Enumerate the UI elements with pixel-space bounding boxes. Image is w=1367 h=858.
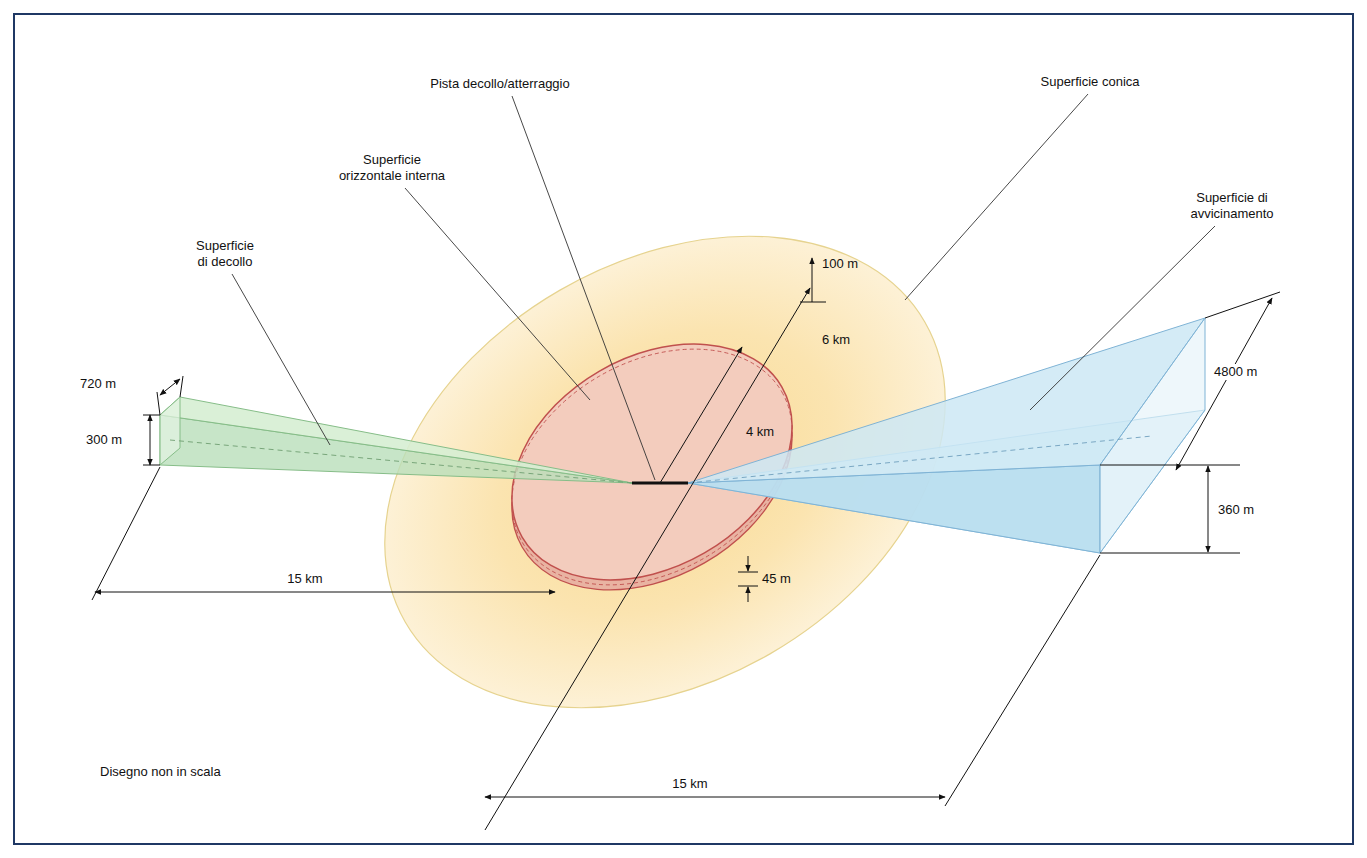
dimension-lines <box>92 258 1280 830</box>
leader-line <box>905 94 1088 300</box>
dimension-label: 360 m <box>1218 502 1254 518</box>
approach-axis <box>688 436 1152 483</box>
take-off-extension <box>92 467 160 600</box>
take-off-axis <box>170 440 632 483</box>
leader-line <box>405 188 590 400</box>
approach-end <box>1100 318 1205 553</box>
thickness-dimension <box>748 587 749 602</box>
note: Disegno non in scala <box>100 764 221 780</box>
approach-length-dimension <box>485 797 945 798</box>
dimension-label: 720 m <box>80 376 116 392</box>
dimension-label: 45 m <box>762 571 791 587</box>
dimension-label: 6 km <box>822 332 850 348</box>
take-off-surface <box>160 397 632 483</box>
approach-tick <box>1205 292 1280 318</box>
dimension-label: 15 km <box>287 571 322 587</box>
dimension-label: 100 m <box>822 256 858 272</box>
surface-label: Superficie orizzontale interna <box>336 152 448 184</box>
dimension-label: 300 m <box>86 432 122 448</box>
leader-line <box>512 96 655 480</box>
take-off-top <box>160 397 632 483</box>
take-off-end <box>160 397 180 465</box>
take-off-tick <box>157 392 160 415</box>
thickness-tick <box>738 572 758 573</box>
take-off-height-dimension <box>150 415 151 465</box>
take-off-width-dimension <box>160 379 180 395</box>
approach-surface <box>688 318 1205 553</box>
radius-dimension <box>485 288 810 830</box>
inner-radius-dimension <box>660 347 742 483</box>
take-off-tick <box>143 415 160 416</box>
take-off-tick <box>143 465 160 466</box>
dimension-label: 4 km <box>746 424 774 440</box>
approach-tick <box>1100 465 1240 466</box>
surface-label: Superficie di avvicinamento <box>1182 190 1282 222</box>
take-off-length-dimension <box>95 592 555 593</box>
leader-line <box>1030 226 1215 410</box>
approach-width-dimension <box>1176 298 1272 470</box>
surface-label: Superficie di decollo <box>193 238 257 270</box>
runway-label: Pista decollo/atterraggio <box>430 76 569 92</box>
dimension-label: 4800 m <box>1212 364 1259 380</box>
thickness-tick <box>738 586 758 587</box>
thickness-dimension <box>748 556 749 571</box>
approach-extension <box>945 555 1100 806</box>
dimension-label: 15 km <box>672 776 707 792</box>
approach-tick <box>1100 553 1240 554</box>
approach-height-dimension <box>1208 466 1209 552</box>
surface-label: Superficie conica <box>1041 74 1140 90</box>
height-dimension <box>812 258 813 302</box>
leader-lines <box>232 94 1215 480</box>
take-off-tick <box>180 376 183 397</box>
height-tick <box>800 302 826 303</box>
leader-line <box>232 274 330 445</box>
frame-border <box>14 14 1353 844</box>
